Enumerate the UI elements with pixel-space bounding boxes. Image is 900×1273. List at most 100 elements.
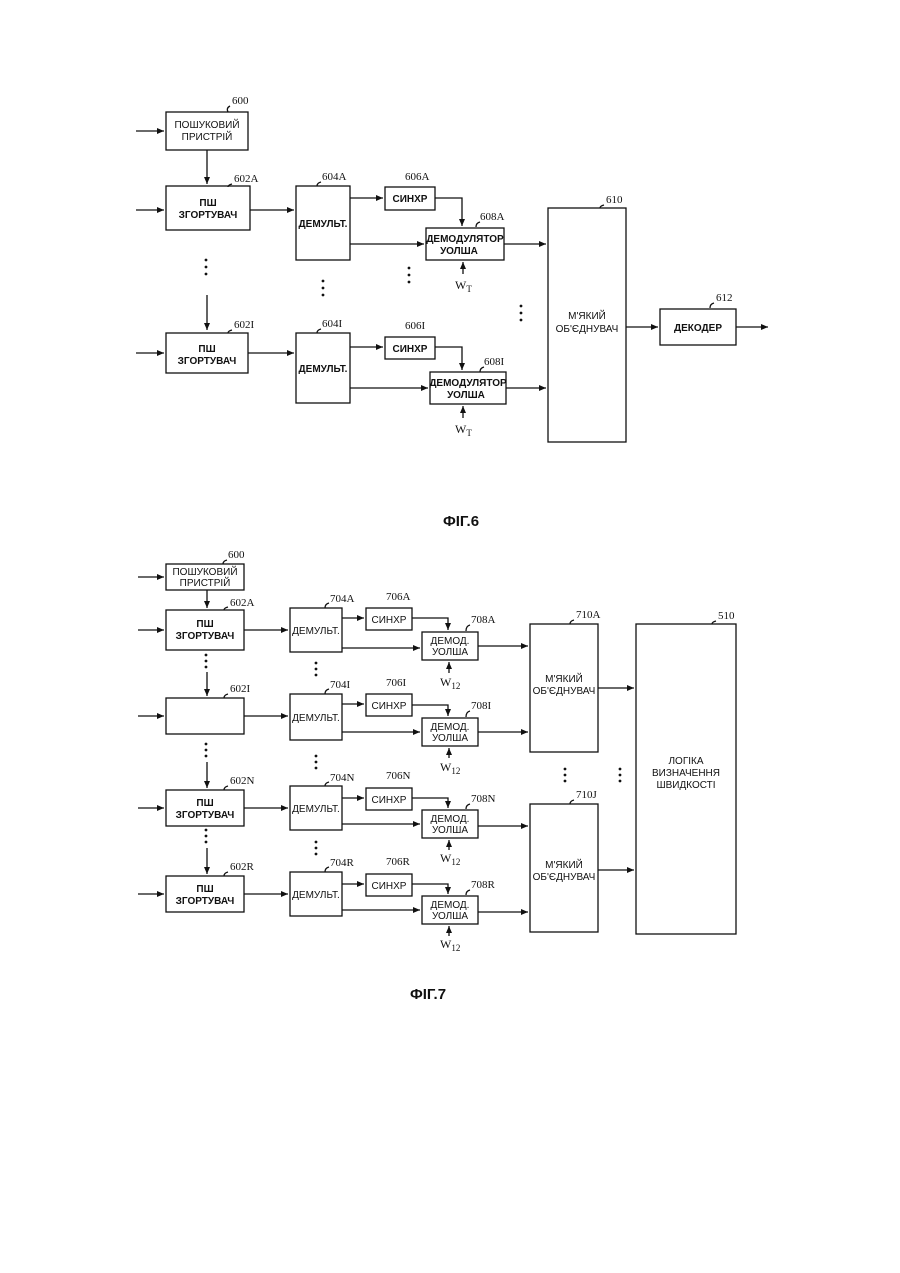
fig7-demod-i-label-1: ДЕМОД. (431, 722, 470, 733)
combiner-710j-label-2: ОБ'ЄДНУВАЧ (533, 872, 596, 883)
fig7-walsh-a: W12 (440, 675, 460, 691)
figure-6: ПОШУКОВИЙ ПРИСТРІЙ 600 ПШ ЗГОРТУВАЧ 602A… (136, 95, 768, 530)
fig7-walsh-r: W12 (440, 937, 460, 953)
fig7-ref-706a: 706A (386, 591, 411, 603)
fig7-ref-706n: 706N (386, 770, 411, 782)
fig7-ref-706i: 706I (386, 677, 407, 689)
demod-a-label-1: ДЕМОДУЛЯТОР (426, 234, 504, 245)
fig7-sync-r-label: СИНХР (372, 881, 407, 892)
decoder-612: ДЕКОДЕР 612 (660, 292, 736, 345)
ref-600: 600 (232, 95, 249, 107)
fig7-demux-n-label: ДЕМУЛЬТ. (292, 804, 340, 815)
fig7-row-i: 602I ДЕМУЛЬТ. 704I СИНХР 706I ДЕМОД. (138, 677, 528, 776)
sync-706r: СИНХР 706R (366, 856, 412, 896)
despreader-602i-fig7: 602I (166, 683, 251, 734)
search-device-600-fig7: ПОШУКОВИЙ ПРИСТРІЙ 600 (166, 549, 245, 590)
demux-a-label: ДЕМУЛЬТ. (299, 219, 348, 230)
demux-604i: ДЕМУЛЬТ. 604I (296, 318, 350, 403)
fig7-ref-704n: 704N (330, 772, 355, 784)
fig7-desp-r-label-2: ЗГОРТУВАЧ (176, 896, 235, 907)
fig7-sync-i-label: СИНХР (372, 701, 407, 712)
demux-704n: ДЕМУЛЬТ. 704N (290, 772, 355, 830)
ref-710j: 710J (576, 789, 598, 801)
fig7-sync-i-to-demod (412, 705, 448, 716)
demux-604a: ДЕМУЛЬТ. 604A (296, 171, 350, 260)
fig7-walsh-i: W12 (440, 760, 460, 776)
fig7-sync-n-label: СИНХР (372, 795, 407, 806)
fig7-sync-a-label: СИНХР (372, 615, 407, 626)
soft-combiner-610: М'ЯКИЙ ОБ'ЄДНУВАЧ 610 (548, 194, 626, 442)
fig7-demux-i-label: ДЕМУЛЬТ. (292, 713, 340, 724)
sync-i-to-demod-i (435, 347, 462, 370)
demux-704a: ДЕМУЛЬТ. 704A (290, 593, 355, 652)
ref-604a: 604A (322, 171, 347, 183)
walsh-demod-708a: ДЕМОД. УОЛША 708A (422, 614, 496, 660)
fig7-row-n: ПШ ЗГОРТУВАЧ 602N ДЕМУЛЬТ. 704N СИНХР 70… (138, 770, 528, 867)
walsh-demod-708n: ДЕМОД. УОЛША 708N (422, 793, 496, 838)
pn-despreader-602n: ПШ ЗГОРТУВАЧ 602N (166, 775, 255, 826)
soft-combiner-710j: М'ЯКИЙ ОБ'ЄДНУВАЧ 710J (530, 789, 598, 932)
fig7-desp-n-label-1: ПШ (196, 798, 213, 809)
rate-logic-label-2: ВИЗНАЧЕННЯ (652, 768, 720, 779)
fig7-ref-602r: 602R (230, 861, 255, 873)
ref-608i: 608I (484, 356, 505, 368)
fig7-demux-a-label: ДЕМУЛЬТ. (292, 626, 340, 637)
fig7-ref-602i: 602I (230, 683, 251, 695)
walsh-demodulator-608i: ДЕМОДУЛЯТОР УОЛША 608I (429, 356, 507, 404)
fig7-demod-n-label-1: ДЕМОД. (431, 814, 470, 825)
fig7-ref-600: 600 (228, 549, 245, 561)
fig7-desp-r-label-1: ПШ (196, 884, 213, 895)
pn-despreader-602a-fig7: ПШ ЗГОРТУВАЧ 602A (166, 597, 255, 650)
fig7-ref-602a: 602A (230, 597, 255, 609)
combiner-710j-label-1: М'ЯКИЙ (545, 858, 583, 871)
walsh-demod-708i: ДЕМОД. УОЛША 708I (422, 700, 492, 746)
fig7-sync-n-to-demod (412, 798, 448, 808)
ref-606a: 606A (405, 171, 430, 183)
fig7-ref-708a: 708A (471, 614, 496, 626)
fig7-sync-r-to-demod (412, 884, 448, 894)
demod-i-label-2: УОЛША (447, 390, 485, 401)
fig7-demod-i-label-2: УОЛША (432, 733, 468, 744)
fig7-desp-a-label-1: ПШ (196, 619, 213, 630)
fig7-ellipsis-3 (205, 829, 318, 856)
fig7-desp-n-label-2: ЗГОРТУВАЧ (176, 810, 235, 821)
ref-608a: 608A (480, 211, 505, 223)
fig7-demod-r-label-2: УОЛША (432, 911, 468, 922)
figure-6-caption: ФІГ.6 (443, 513, 479, 530)
ref-510: 510 (718, 610, 735, 622)
fig7-ellipsis-1 (205, 654, 318, 677)
ref-606i: 606I (405, 320, 426, 332)
demux-704i: ДЕМУЛЬТ. 704I (290, 679, 351, 740)
despreader-a-label-1: ПШ (199, 198, 216, 209)
sync-i-label: СИНХР (393, 344, 428, 355)
fig7-row-r: ПШ ЗГОРТУВАЧ 602R ДЕМУЛЬТ. 704R СИНХР 70… (138, 856, 528, 953)
combiner-710a-label-2: ОБ'ЄДНУВАЧ (533, 686, 596, 697)
combiner-710a-label-1: М'ЯКИЙ (545, 672, 583, 685)
rate-logic-label-3: ШВИДКОСТІ (656, 780, 715, 791)
fig7-ref-704a: 704A (330, 593, 355, 605)
sync-a-label: СИНХР (393, 194, 428, 205)
demux-i-label: ДЕМУЛЬТ. (299, 364, 348, 375)
fig7-ref-708i: 708I (471, 700, 492, 712)
decoder-label: ДЕКОДЕР (674, 323, 722, 334)
sync-706a: СИНХР 706A (366, 591, 412, 630)
sync-706i: СИНХР 706I (366, 677, 412, 716)
fig7-demux-r-label: ДЕМУЛЬТ. (292, 890, 340, 901)
ellipsis-dots-fig6 (205, 259, 523, 322)
fig7-row-a: ПШ ЗГОРТУВАЧ 602A ДЕМУЛЬТ. 704A СИНХР 70… (138, 591, 528, 691)
fig7-demod-r-label-1: ДЕМОД. (431, 900, 470, 911)
walsh-code-i: WT (455, 422, 472, 438)
fig7-desp-a-label-2: ЗГОРТУВАЧ (176, 631, 235, 642)
walsh-demodulator-608a: ДЕМОДУЛЯТОР УОЛША 608A (426, 211, 505, 260)
figure-7: ПОШУКОВИЙ ПРИСТРІЙ 600 ПШ ЗГОРТУВАЧ 602A… (138, 549, 736, 1003)
despreader-i-label-1: ПШ (198, 344, 215, 355)
fig7-search-label-2: ПРИСТРІЙ (180, 576, 231, 589)
fig7-demod-n-label-2: УОЛША (432, 825, 468, 836)
ref-604i: 604I (322, 318, 343, 330)
fig7-ref-708n: 708N (471, 793, 496, 805)
fig7-ref-602n: 602N (230, 775, 255, 787)
pn-despreader-602i: ПШ ЗГОРТУВАЧ 602I (166, 319, 255, 373)
fig7-ref-704r: 704R (330, 857, 355, 869)
